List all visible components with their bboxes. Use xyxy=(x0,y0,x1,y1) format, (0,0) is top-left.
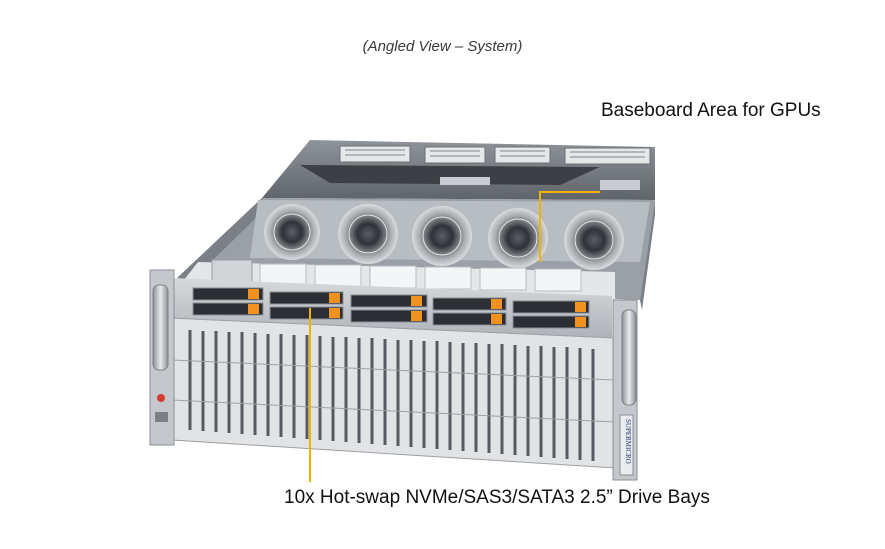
view-caption: (Angled View – System) xyxy=(362,38,523,55)
callout-lines xyxy=(309,191,600,482)
right-rack-ear: SUPERMICRO xyxy=(612,299,638,481)
brand-logo: SUPERMICRO xyxy=(624,419,632,464)
drive-bays-callout: 10x Hot-swap NVMe/SAS3/SATA3 2.5” Drive … xyxy=(284,487,710,508)
fan-wall xyxy=(250,200,650,270)
left-rack-ear xyxy=(149,269,175,446)
gpu-baseboard-callout: Baseboard Area for GPUs xyxy=(601,100,821,121)
front-grille xyxy=(169,317,616,469)
gpu-baseboard-area xyxy=(262,140,655,200)
